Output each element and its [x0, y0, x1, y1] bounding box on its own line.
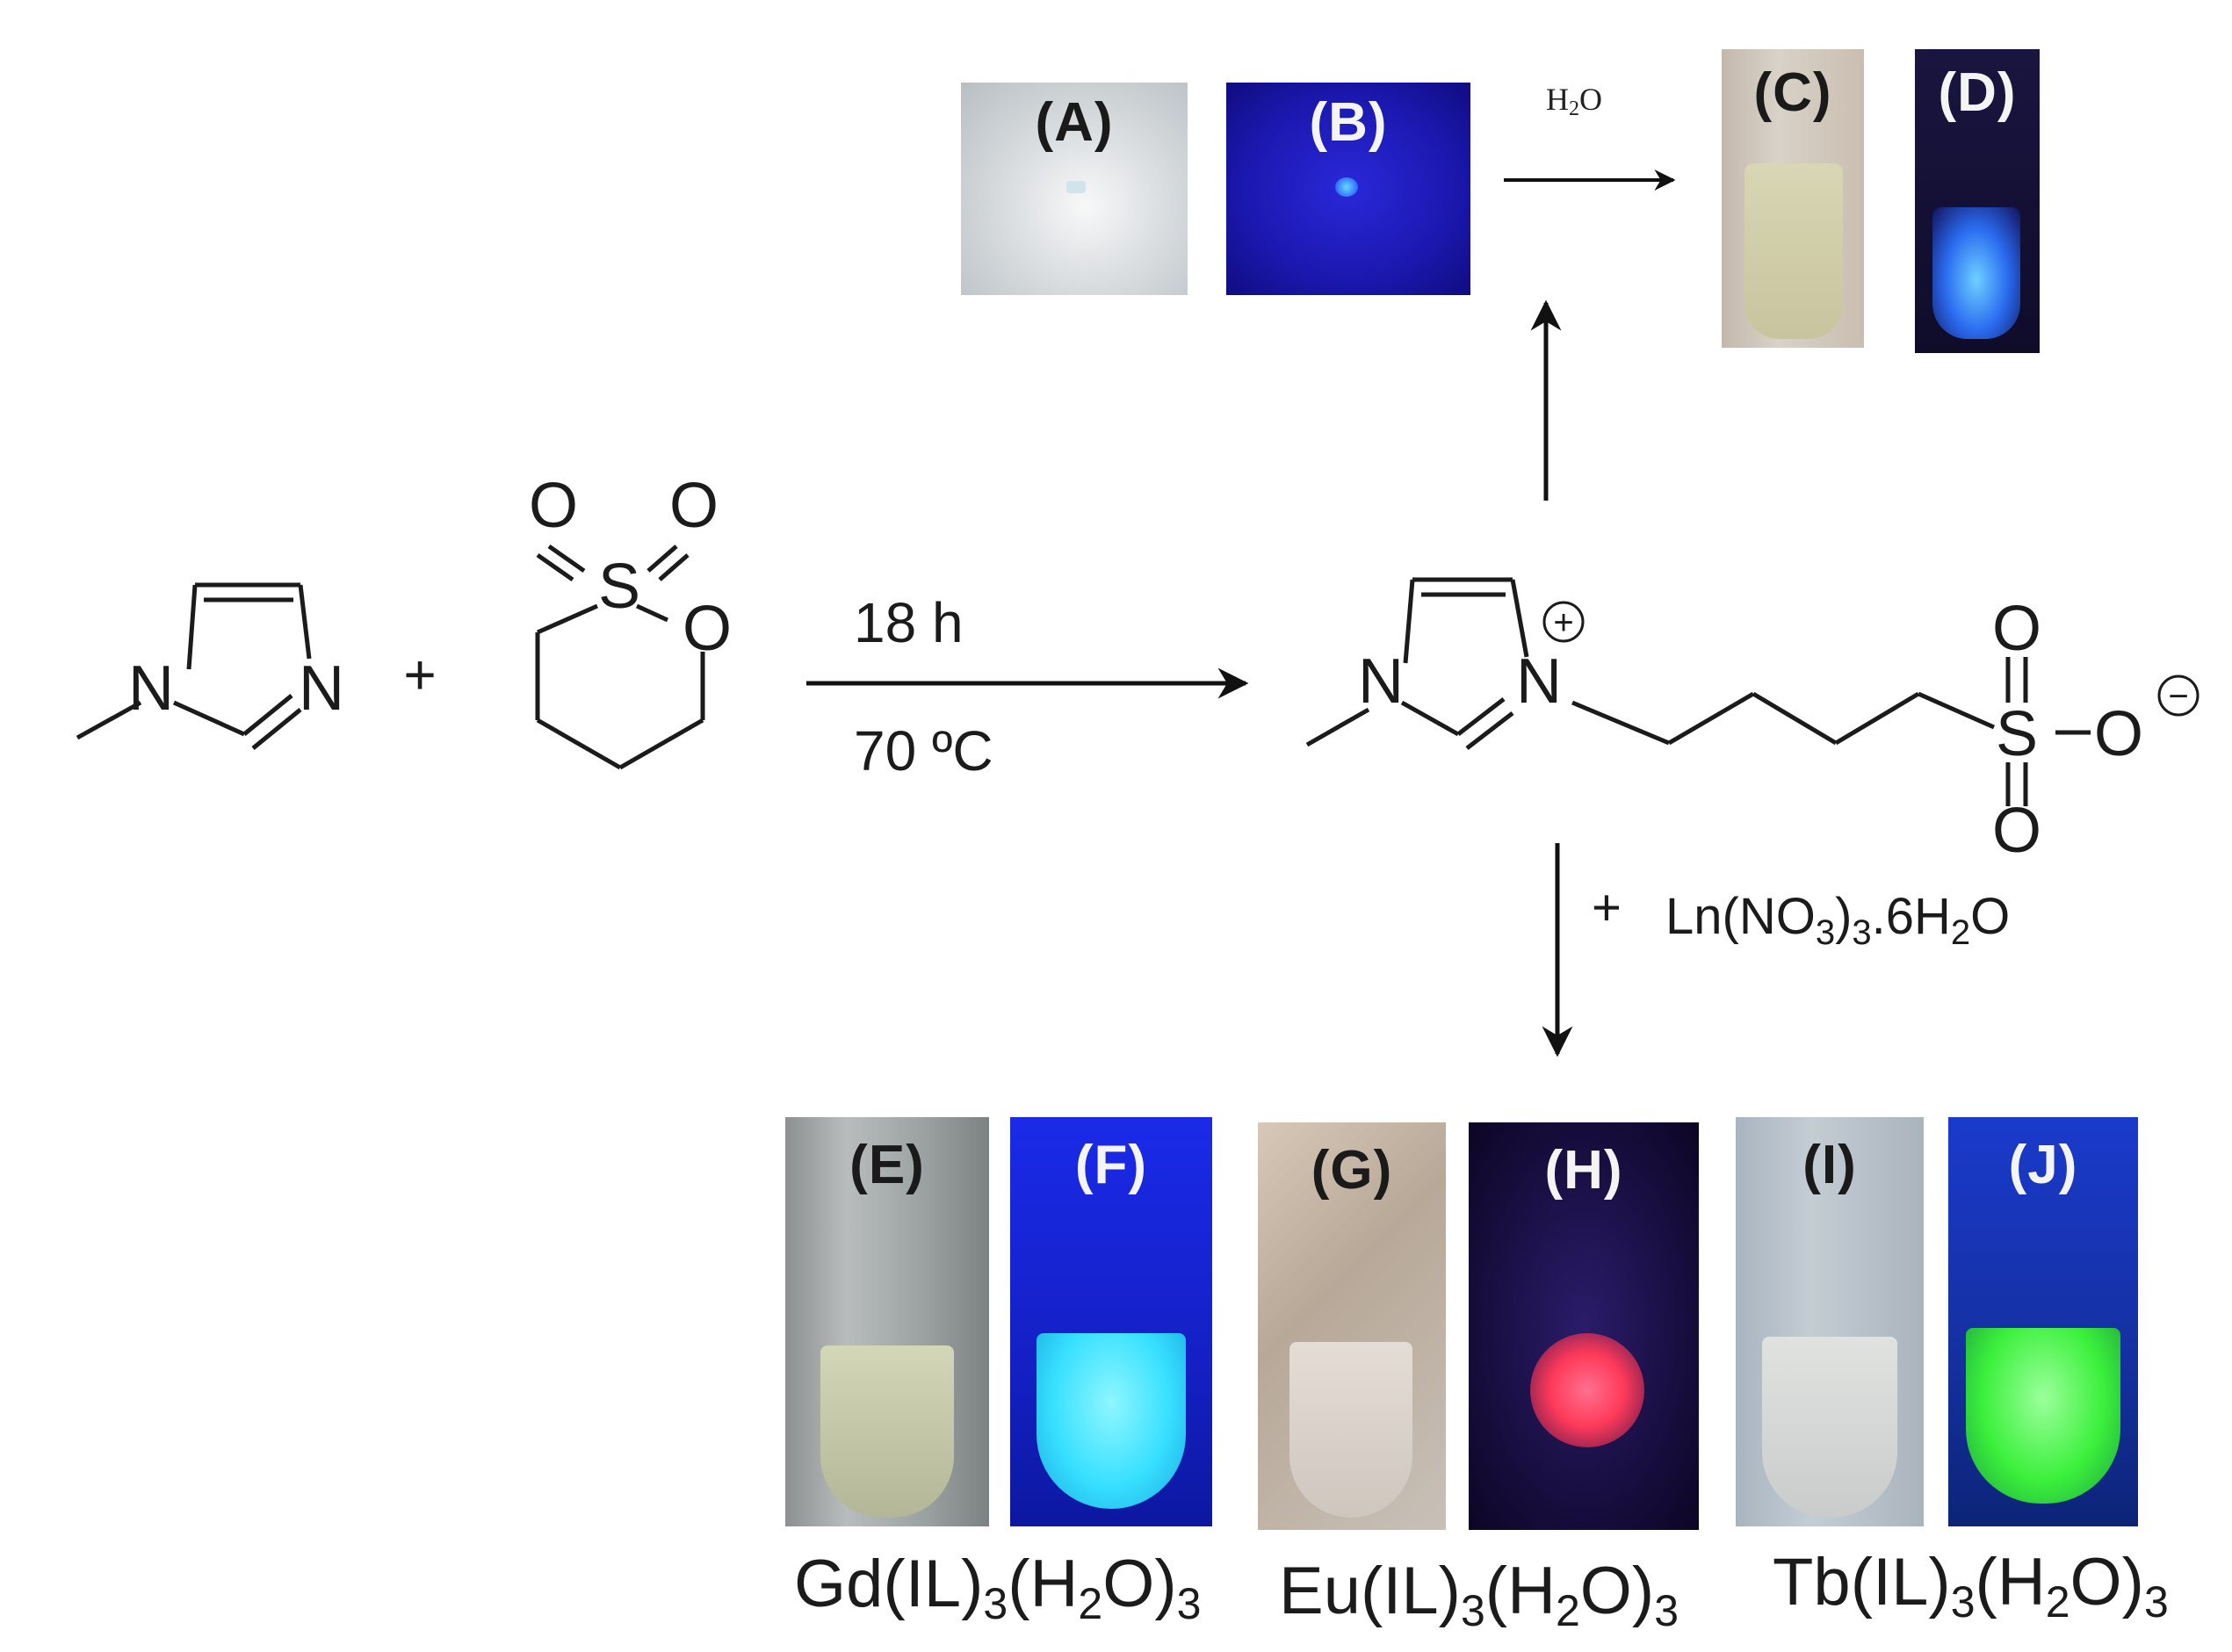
gd-part-2: (H	[1008, 1547, 1079, 1621]
water-o: O	[1579, 82, 1602, 117]
r2-o1-atom: O	[529, 471, 578, 541]
p-n3-atom: N	[1516, 646, 1562, 717]
photo-a-label: (A)	[1035, 91, 1114, 153]
r2-o2-atom: O	[669, 471, 719, 541]
photo-d-label: (D)	[1938, 61, 2017, 123]
ln-part-3: 3	[1852, 913, 1872, 952]
gd-part-0: Gd(IL)	[794, 1547, 984, 1621]
tb-part-5: 3	[2143, 1577, 2169, 1627]
photo-h-label: (H)	[1544, 1139, 1623, 1201]
photo-g-label: (G)	[1311, 1139, 1393, 1201]
eu-part-3: 2	[1555, 1586, 1580, 1635]
ln-part-1: 3	[1815, 913, 1836, 952]
lanthanide-reagent: Ln(NO3)3.6H2O	[1665, 887, 2010, 953]
r1-n1-atom: N	[128, 653, 174, 724]
water-sub: 2	[1569, 97, 1579, 120]
photo-d: (D)	[1915, 49, 2040, 353]
tb-part-2: (H	[1975, 1545, 2046, 1620]
water-h: H	[1546, 82, 1569, 117]
r2-ring-o-atom: O	[683, 594, 732, 664]
r2-s-atom: S	[598, 552, 640, 622]
p-o-bottom-atom: O	[1992, 796, 2041, 866]
gd-part-3: 2	[1078, 1579, 1103, 1628]
eu-part-1: 3	[1460, 1586, 1485, 1635]
photo-a: (A)	[961, 83, 1188, 295]
methylimidazole-structure	[76, 582, 312, 750]
lanthanide-plus: +	[1592, 879, 1622, 936]
ln-part-6: O	[1970, 888, 2011, 945]
butane-sultone-structure	[535, 544, 705, 770]
eu-part-4: O)	[1579, 1554, 1655, 1628]
tb-part-3: 2	[2045, 1577, 2070, 1627]
water-label: H2O	[1546, 81, 1602, 121]
ln-part-4: .6H	[1871, 888, 1951, 945]
reaction-temperature: 70 ºC	[854, 719, 993, 783]
photo-c-label: (C)	[1753, 61, 1832, 123]
photo-i-label: (I)	[1802, 1134, 1857, 1195]
p-minus-charge: −	[2168, 677, 2188, 716]
photo-e-label: (E)	[849, 1134, 925, 1195]
ionic-liquid-structure	[1305, 577, 2199, 806]
photo-f: (F)	[1010, 1117, 1212, 1526]
photo-j: (J)	[1948, 1117, 2138, 1526]
eu-part-0: Eu(IL)	[1279, 1554, 1461, 1628]
photo-g: (G)	[1258, 1122, 1446, 1530]
eu-part-2: (H	[1484, 1554, 1556, 1628]
photo-h: (H)	[1469, 1122, 1699, 1530]
tb-part-1: 3	[1950, 1577, 1976, 1627]
plus-sign: +	[403, 643, 436, 706]
p-plus-charge: +	[1553, 603, 1573, 642]
p-o-top-atom: O	[1992, 594, 2041, 664]
reaction-time: 18 h	[854, 591, 964, 654]
complex-gd-label: Gd(IL)3(H2O)3	[794, 1546, 1201, 1629]
gd-part-5: 3	[1176, 1579, 1202, 1628]
complex-tb-label: Tb(IL)3(H2O)3	[1773, 1544, 2169, 1627]
gd-part-1: 3	[983, 1579, 1008, 1628]
photo-i: (I)	[1736, 1117, 1924, 1526]
tb-part-0: Tb(IL)	[1773, 1545, 1951, 1620]
complex-eu-label: Eu(IL)3(H2O)3	[1279, 1553, 1679, 1636]
p-n1-atom: N	[1358, 646, 1404, 717]
r1-n3-atom: N	[299, 653, 344, 724]
photo-b: (B)	[1226, 83, 1470, 295]
photo-f-label: (F)	[1074, 1134, 1148, 1195]
photo-c: (C)	[1722, 49, 1864, 348]
p-s-atom: S	[1996, 699, 2038, 769]
p-o-right-atom: O	[2094, 699, 2143, 769]
photo-b-label: (B)	[1309, 91, 1388, 153]
photo-e: (E)	[785, 1117, 989, 1526]
ln-part-2: )	[1835, 888, 1853, 945]
gd-part-4: O)	[1102, 1547, 1177, 1621]
photo-j-label: (J)	[2008, 1134, 2078, 1195]
ln-part-0: Ln(NO	[1665, 888, 1816, 945]
eu-part-5: 3	[1654, 1586, 1679, 1635]
tb-part-4: O)	[2069, 1545, 2144, 1620]
ln-part-5: 2	[1950, 913, 1971, 952]
